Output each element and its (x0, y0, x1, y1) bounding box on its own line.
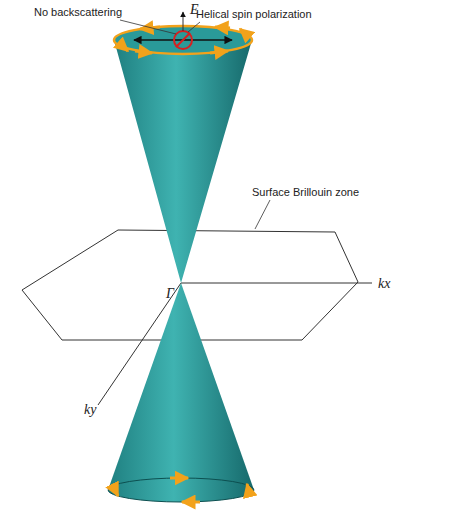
leader-line (188, 22, 200, 32)
upper-cone (114, 40, 252, 283)
scattering-arrow (134, 39, 183, 40)
callout-text: Helical spin polarization (196, 8, 312, 20)
forbidden-sign (174, 31, 192, 49)
spin-arrows-lower (112, 478, 250, 502)
callout-text: No backscattering (34, 6, 122, 18)
leader-line (255, 200, 270, 229)
kx-axis (181, 283, 372, 284)
callout-text: Surface Brillouin zone (250, 186, 361, 198)
leader-line (120, 20, 176, 34)
axis-label: ky (84, 402, 96, 417)
axis-label: kx (378, 276, 390, 291)
energy-axis (183, 12, 184, 31)
lower-cone (108, 283, 254, 502)
scattering-arrow (183, 39, 232, 40)
axis-label: E (190, 2, 199, 17)
point-label: Γ (166, 286, 174, 301)
